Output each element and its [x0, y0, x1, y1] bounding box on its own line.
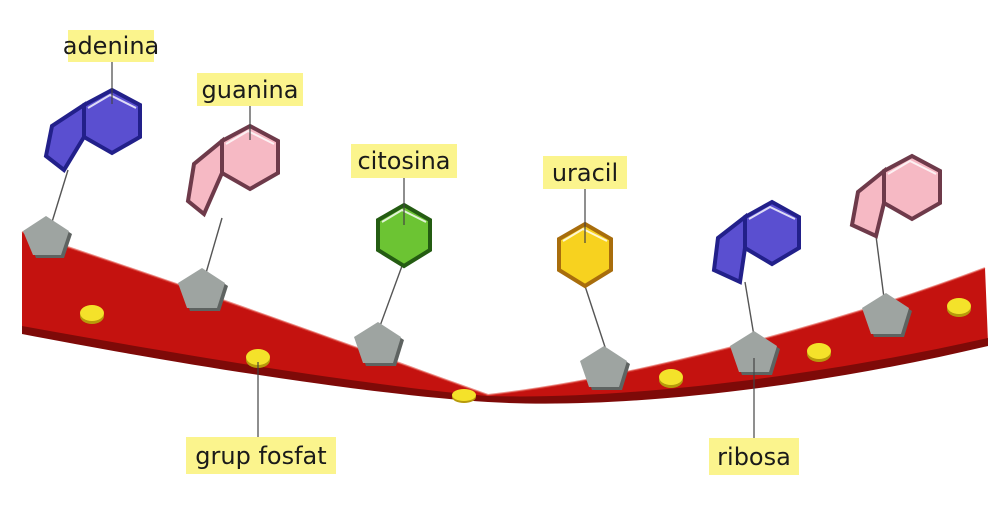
phosphate-groups [80, 298, 971, 403]
label-ribose-text: ribosa [717, 443, 791, 471]
sugar-phosphate-backbone [21, 231, 988, 404]
ribose-sugar [354, 322, 404, 366]
label-phosphate-text: grup fosfat [195, 442, 326, 470]
cytosine-base [376, 202, 432, 269]
phosphate-group [947, 298, 971, 317]
phosphate-group [807, 343, 831, 362]
phosphate-group [246, 349, 270, 368]
adenine-base [711, 199, 801, 285]
ribose-sugars [23, 216, 912, 390]
label-phosphate-group: grup fosfat [186, 437, 336, 474]
label-guanine-text: guanina [202, 76, 299, 104]
ribose-sugar [580, 346, 630, 390]
guanine-base [185, 123, 280, 218]
label-adenine-text: adenina [63, 32, 160, 60]
nitrogenous-bases [43, 87, 942, 289]
phosphate-group [80, 305, 104, 324]
ribose-sugar [178, 268, 228, 311]
phosphate-group [452, 389, 476, 403]
uracil-base [557, 221, 613, 289]
label-guanine: guanina [197, 73, 303, 106]
ribose-sugar [730, 331, 780, 375]
ribose-sugar [23, 216, 72, 258]
label-uracil: uracil [543, 156, 627, 189]
glycosidic-bonds [51, 169, 885, 351]
label-cytosine-text: citosina [357, 147, 450, 175]
label-ribose: ribosa [709, 438, 799, 475]
leader-lines [111, 62, 755, 438]
ribose-sugar [862, 293, 912, 337]
phosphate-group [659, 369, 683, 388]
label-uracil-text: uracil [552, 159, 618, 187]
adenine-base [43, 87, 142, 173]
guanine-base [849, 153, 942, 239]
label-adenine: adenina [63, 30, 160, 62]
label-cytosine: citosina [351, 144, 457, 178]
